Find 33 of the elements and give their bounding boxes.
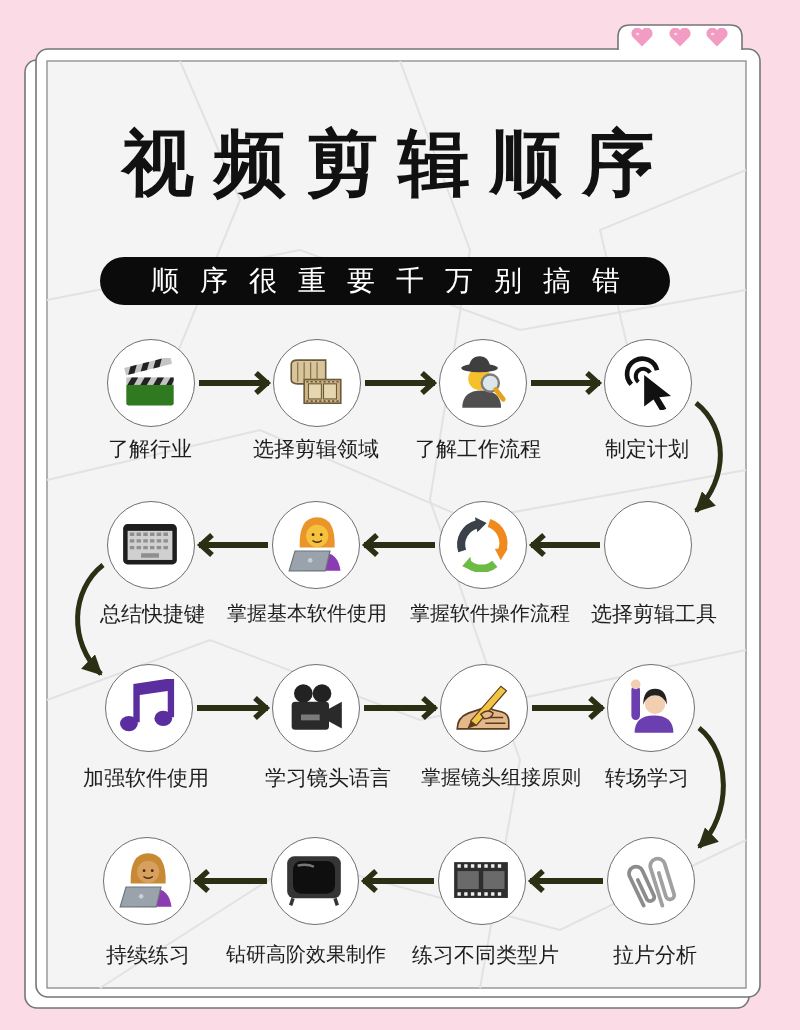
arrow <box>199 370 270 396</box>
arrow <box>194 868 267 894</box>
step-label: 转场学习 <box>605 765 689 791</box>
step-label: 掌握基本软件使用 <box>227 602 387 626</box>
step-label: 钻研高阶效果制作 <box>226 943 386 967</box>
step-label: 总结快捷键 <box>99 601 205 627</box>
step-label: 选择剪辑领域 <box>253 436 379 462</box>
step-label: 了解行业 <box>108 436 192 462</box>
arrow <box>530 532 600 558</box>
step-label: 掌握镜头组接原则 <box>421 766 581 790</box>
curved-arrow <box>697 726 726 849</box>
arrow <box>362 868 434 894</box>
step-label: 制定计划 <box>605 436 689 462</box>
arrow <box>531 370 601 396</box>
arrow <box>365 370 436 396</box>
curved-arrow <box>694 401 723 513</box>
arrow <box>532 695 604 721</box>
subtitle-banner: 顺序很重要千万别搞错 <box>100 257 670 305</box>
curved-arrow <box>75 563 105 676</box>
step-label: 选择剪辑工具 <box>591 601 717 627</box>
title: 视频剪辑顺序 <box>119 127 674 199</box>
step-label: 持续练习 <box>106 942 190 968</box>
arrow <box>363 532 435 558</box>
arrow <box>529 868 603 894</box>
arrow <box>364 695 437 721</box>
arrow <box>197 695 269 721</box>
step-label: 加强软件使用 <box>83 765 209 791</box>
step-label: 拉片分析 <box>613 942 697 968</box>
step-label: 掌握软件操作流程 <box>410 602 570 626</box>
step-label: 了解工作流程 <box>415 436 541 462</box>
step-label: 学习镜头语言 <box>265 765 391 791</box>
arrow <box>198 532 268 558</box>
step-label: 练习不同类型片 <box>411 942 559 968</box>
